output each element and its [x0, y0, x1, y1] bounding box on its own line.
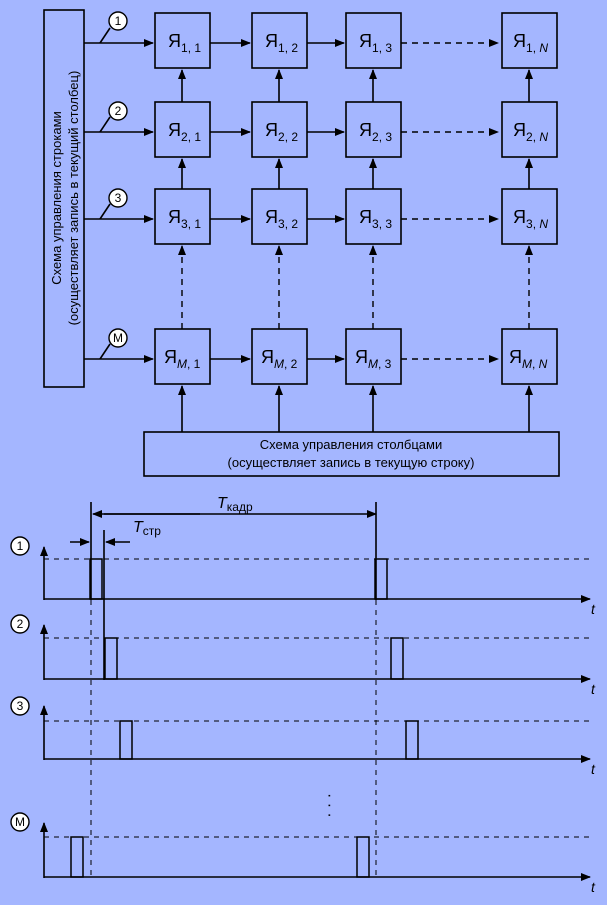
channel-marker-2-label: 2: [17, 617, 24, 631]
cell-3-1: [154, 188, 211, 245]
channel-marker-2: [10, 614, 30, 634]
cell-2-2: [251, 101, 308, 158]
row-control-subtitle: (осуществляет запись в текущий столбец): [66, 71, 81, 326]
cell-label-2-2: Я2, 2: [265, 120, 298, 144]
cell-label-m-n: ЯM, N: [509, 347, 548, 371]
cell-2-n: [501, 101, 558, 158]
cell-1-n: [501, 12, 558, 69]
cell-1-1: [154, 12, 211, 69]
cell-3-2: [251, 188, 308, 245]
cell-label-2-1: Я2, 1: [168, 120, 201, 144]
timing-diagram: Tкадр Tстр 1 t 2 t 3 t · · ·: [10, 495, 596, 895]
channel-marker-3-label: 3: [17, 699, 24, 713]
frame-period-label: Tкадр: [217, 495, 253, 514]
cell-3-3: [345, 188, 402, 245]
row-marker-3-label: 3: [115, 191, 122, 205]
cell-m-n: [501, 328, 558, 385]
cell-label-m-2: ЯM, 2: [261, 347, 298, 371]
column-control-title: Схема управления столбцами: [260, 437, 442, 452]
cell-2-1: [154, 101, 211, 158]
time-axis-label-m: t: [591, 879, 596, 895]
cell-label-3-2: Я3, 2: [265, 207, 298, 231]
channel-marker-m-label: M: [15, 815, 25, 829]
pulse-2a: [104, 637, 118, 680]
cell-label-2-3: Я2, 3: [359, 120, 392, 144]
row-marker-2: [108, 101, 128, 121]
row-marker-3: [108, 188, 128, 208]
column-control-block: [143, 431, 560, 477]
cell-label-1-3: Я1, 3: [359, 31, 392, 55]
row-control-title: Схема управления строками: [49, 111, 64, 285]
time-axis-label-3: t: [591, 761, 596, 777]
row-marker-1: [108, 11, 128, 31]
vertical-arrows: [178, 69, 533, 432]
cell-m-1: [154, 328, 211, 385]
cell-label-1-n: Я1, N: [513, 31, 548, 55]
pulse-3a: [119, 720, 133, 760]
horizontal-arrows: [210, 39, 499, 363]
row-markers: 1 2 3 M: [108, 11, 128, 348]
row-marker-2-label: 2: [115, 104, 122, 118]
cell-label-3-3: Я3, 3: [359, 207, 392, 231]
channel-marker-3: [10, 696, 30, 716]
pulse-1b: [374, 558, 388, 600]
cell-label-2-n: Я2, N: [513, 120, 548, 144]
channels-ellipsis: · · ·: [321, 793, 338, 818]
pulse-mb: [356, 836, 370, 878]
cell-label-1-1: Я1, 1: [168, 31, 201, 55]
channel-marker-1: [10, 536, 30, 556]
time-axis-label-2: t: [591, 681, 596, 697]
pulse-1a: [89, 558, 103, 600]
row-control-block: [43, 9, 85, 388]
row-marker-m: [108, 328, 128, 348]
cell-1-3: [345, 12, 402, 69]
row-select-lines: [84, 27, 154, 363]
pulse-ma: [70, 836, 84, 878]
pulse-3b: [405, 720, 419, 760]
cell-label-1-2: Я1, 2: [265, 31, 298, 55]
pulse-2b: [390, 637, 404, 680]
column-control-subtitle: (осуществляет запись в текущую строку): [228, 455, 475, 470]
cell-m-3: [345, 328, 402, 385]
cell-label-3-1: Я3, 1: [168, 207, 201, 231]
cell-matrix: [154, 12, 558, 385]
time-axis-label-1: t: [591, 601, 596, 617]
cell-label-m-1: ЯM, 1: [164, 347, 201, 371]
channel-marker-m: [10, 812, 30, 832]
cell-label-m-3: ЯM, 3: [355, 347, 392, 371]
row-marker-1-label: 1: [115, 14, 122, 28]
line-period-label: Tстр: [133, 519, 161, 538]
cell-2-3: [345, 101, 402, 158]
channel-marker-1-label: 1: [17, 539, 24, 553]
row-marker-m-label: M: [113, 331, 123, 345]
cell-m-2: [251, 328, 308, 385]
cell-1-2: [251, 12, 308, 69]
cell-label-3-n: Я3, N: [513, 207, 548, 231]
